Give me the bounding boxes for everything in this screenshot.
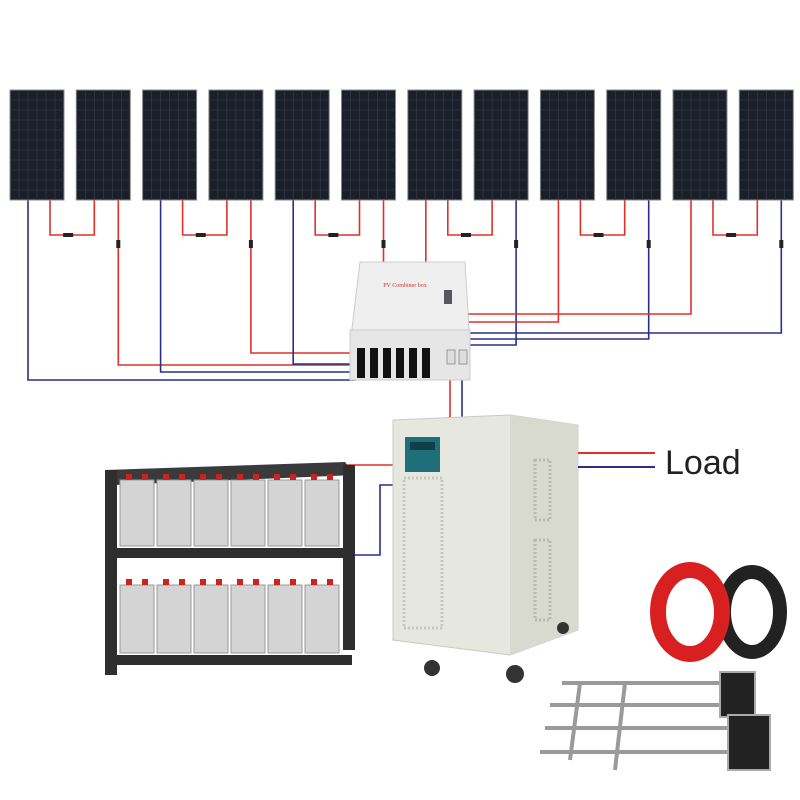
wheel [557, 622, 569, 634]
pv-combiner-box: PV Combiner box [349, 261, 471, 381]
cable-coils [650, 562, 787, 662]
battery [304, 474, 340, 547]
mc4-connector [409, 348, 417, 378]
wheel [506, 665, 524, 683]
battery [267, 474, 303, 547]
solar-panel [75, 89, 131, 201]
battery [156, 474, 192, 547]
battery [119, 579, 155, 654]
mc4-connector [370, 348, 378, 378]
battery [156, 579, 192, 654]
battery [230, 474, 266, 547]
solar-panel [208, 89, 264, 201]
solar-panel [341, 89, 396, 201]
battery-rack [105, 462, 355, 675]
mc4-connectors [357, 348, 468, 378]
solar-panel [738, 89, 794, 201]
battery [193, 579, 229, 654]
solar-panel [407, 89, 463, 201]
solar-panel [142, 89, 198, 201]
mounting-bracket [540, 671, 771, 771]
mc4-connector [357, 348, 365, 378]
solar-panel [606, 89, 662, 201]
mini-solar-panel [719, 671, 756, 718]
solar-panel [473, 89, 529, 201]
battery [267, 579, 303, 654]
battery [304, 579, 340, 654]
battery [119, 474, 155, 547]
mc4-connector [383, 348, 391, 378]
wheel [424, 660, 440, 676]
battery [193, 474, 229, 547]
combiner-box-label: PV Combiner box [383, 283, 427, 289]
load-label: Load [665, 444, 741, 482]
key-lock-icon [444, 290, 452, 304]
solar-panel [274, 89, 330, 201]
mini-solar-panel [727, 714, 771, 771]
inverter [392, 414, 579, 683]
solar-panel-array [9, 89, 794, 201]
solar-panel [9, 89, 65, 201]
solar-panel [539, 89, 595, 201]
mc4-connector [396, 348, 404, 378]
mc4-connector [422, 348, 430, 378]
solar-panel [672, 89, 728, 201]
battery [230, 579, 266, 654]
